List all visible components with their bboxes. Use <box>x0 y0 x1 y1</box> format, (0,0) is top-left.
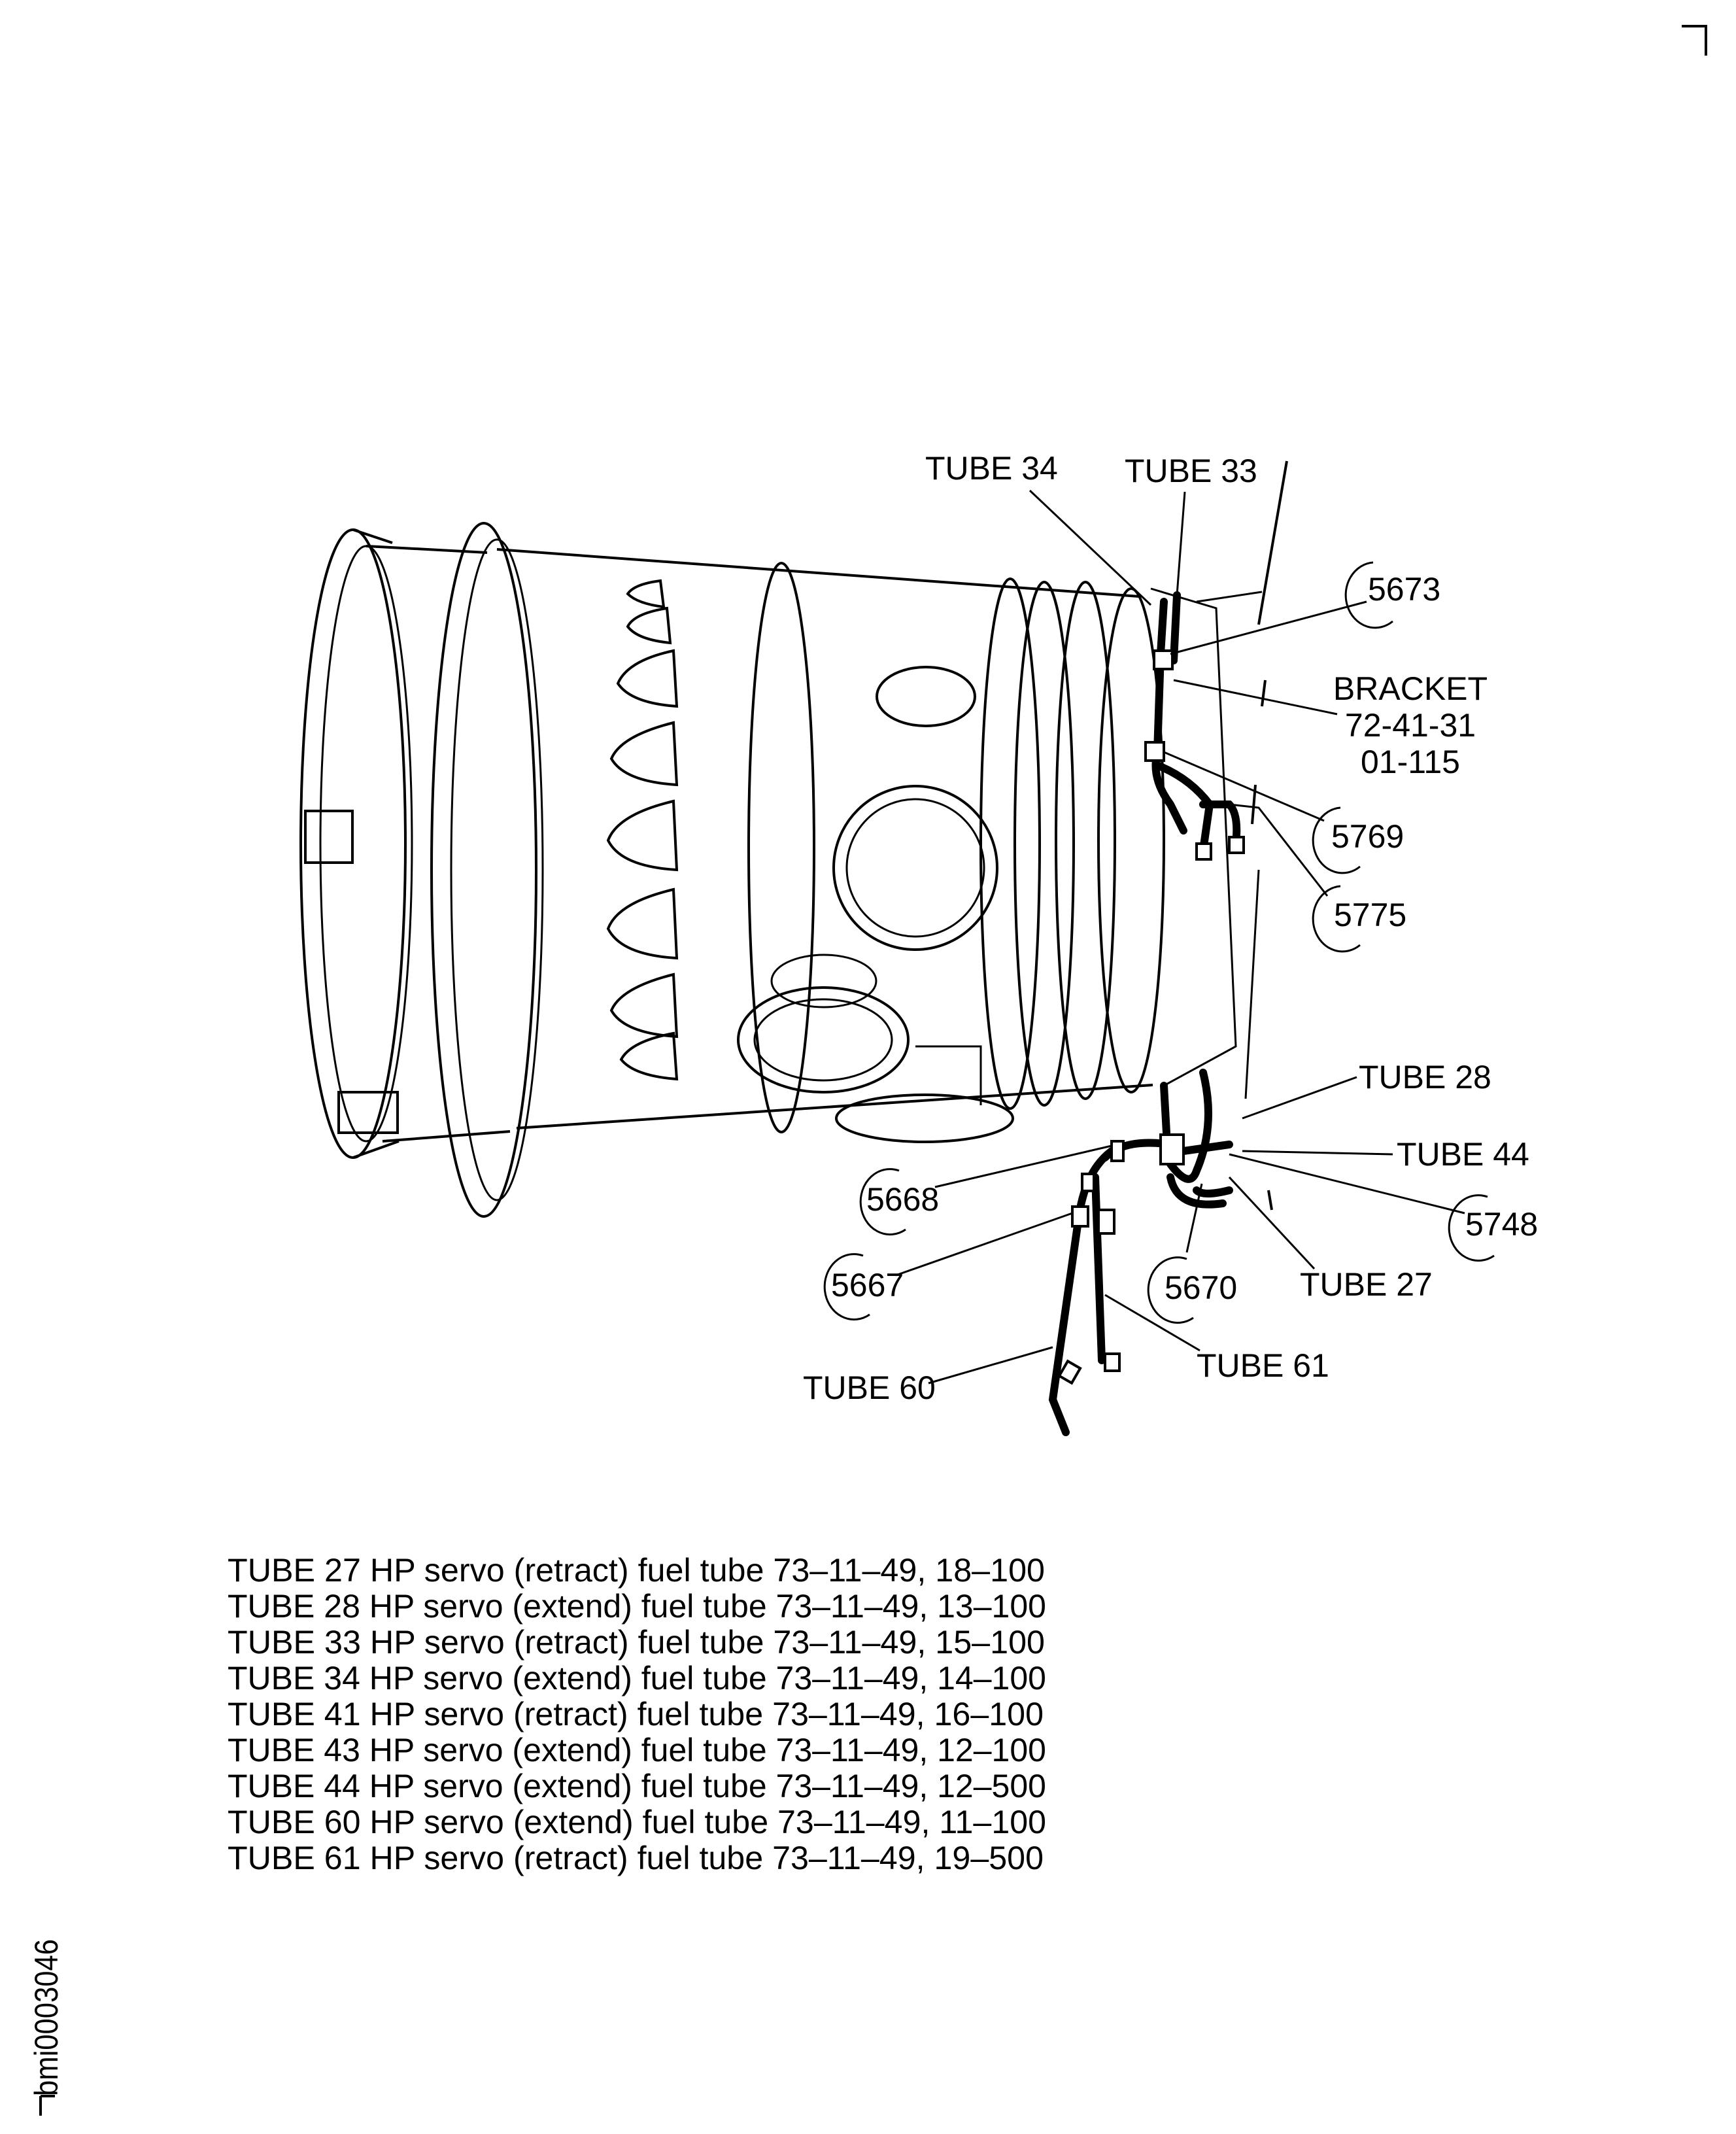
figure-id: bmi0003046 <box>28 1939 65 2096</box>
legend-row: TUBE 41 HP servo (retract) fuel tube 73–… <box>228 1696 1044 1732</box>
legend-row: TUBE 43 HP servo (extend) fuel tube 73–1… <box>228 1732 1046 1768</box>
label-item-5670: 5670 <box>1165 1269 1237 1306</box>
label-item-5775: 5775 <box>1334 897 1406 933</box>
label-item-5668: 5668 <box>866 1181 939 1218</box>
legend-row: TUBE 34 HP servo (extend) fuel tube 73–1… <box>228 1660 1046 1696</box>
tube-legend: TUBE 27 HP servo (retract) fuel tube 73–… <box>228 1552 1046 1876</box>
engine-ports <box>304 666 1014 1143</box>
legend-row: TUBE 33 HP servo (retract) fuel tube 73–… <box>228 1624 1045 1661</box>
label-bracket-item: 01-115 <box>1361 744 1460 780</box>
label-item-5673: 5673 <box>1368 571 1440 608</box>
cooling-holes <box>606 579 679 1081</box>
label-item-5748: 5748 <box>1465 1206 1538 1243</box>
label-tube-27: TUBE 27 <box>1300 1266 1433 1303</box>
label-tube-34: TUBE 34 <box>925 450 1058 487</box>
label-item-5667: 5667 <box>831 1267 904 1303</box>
label-item-5769: 5769 <box>1331 818 1404 855</box>
engine-casing <box>299 460 1288 1218</box>
item-callout-circles <box>823 561 1495 1324</box>
label-tube-44: TUBE 44 <box>1397 1136 1529 1173</box>
legend-row: TUBE 28 HP servo (extend) fuel tube 73–1… <box>228 1588 1046 1625</box>
legend-row: TUBE 61 HP servo (retract) fuel tube 73–… <box>228 1840 1044 1876</box>
corner-crop-mark <box>1682 25 1707 56</box>
label-tube-61: TUBE 61 <box>1197 1347 1329 1384</box>
label-tube-28: TUBE 28 <box>1359 1059 1491 1095</box>
legend-row: TUBE 60 HP servo (extend) fuel tube 73–1… <box>228 1804 1046 1840</box>
legend-row: TUBE 44 HP servo (extend) fuel tube 73–1… <box>228 1768 1046 1804</box>
label-tube-33: TUBE 33 <box>1125 453 1257 489</box>
label-bracket-ata: 72-41-31 <box>1345 707 1476 744</box>
legend-row: TUBE 27 HP servo (retract) fuel tube 73–… <box>228 1552 1045 1589</box>
corner-crop-mark-bottom <box>39 2095 55 2116</box>
leader-lines <box>895 489 1465 1385</box>
fuel-tubes <box>1048 591 1245 1436</box>
label-tube-60: TUBE 60 <box>803 1369 936 1406</box>
label-bracket-title: BRACKET <box>1333 670 1488 707</box>
